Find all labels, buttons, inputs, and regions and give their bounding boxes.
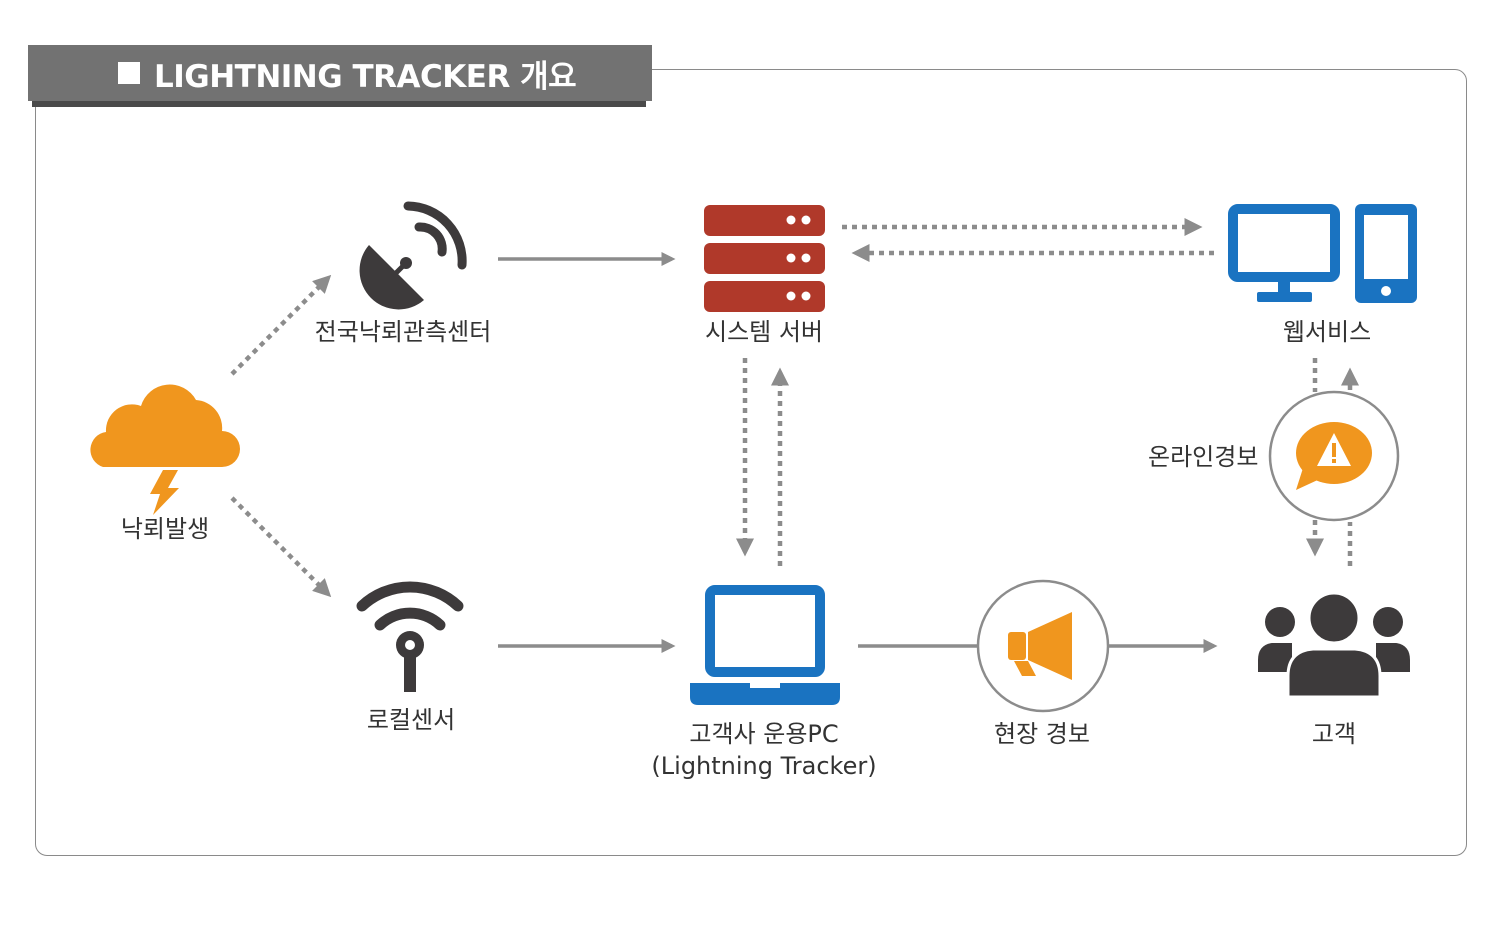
label-online-alert: 온라인경보: [1148, 443, 1259, 471]
label-customer-pc: 고객사 운용PC: [689, 720, 839, 748]
arrow-lightning-to-center: [230, 274, 332, 376]
label-customer: 고객: [1311, 720, 1357, 748]
label-local-sensor: 로컬센서: [366, 706, 456, 734]
label-customer-pc-sub: (Lightning Tracker): [651, 752, 877, 780]
square-bullet-icon: [118, 62, 140, 84]
diagram-frame: [35, 69, 1467, 856]
label-system-server: 시스템 서버: [704, 318, 824, 346]
connectors: [230, 218, 1359, 653]
user-group-icon: [1258, 591, 1410, 699]
laptop-icon: [690, 585, 840, 705]
label-onsite-alert: 현장 경보: [994, 720, 1090, 748]
label-lightning: 낙뢰발생: [120, 515, 210, 543]
label-national-center: 전국낙뢰관측센터: [314, 318, 492, 346]
storm-cloud-icon: [90, 384, 241, 515]
antenna-icon: [356, 581, 464, 692]
title-banner: LIGHTNING TRACKER 개요: [28, 45, 652, 101]
arrow-lightning-to-sensor: [230, 496, 332, 598]
label-web-service: 웹서비스: [1282, 318, 1372, 346]
server-rack-icon: [704, 205, 825, 312]
desktop-and-phone-icon: [1228, 204, 1417, 303]
warning-speech-bubble-icon: [1268, 390, 1400, 522]
satellite-dish-icon: [359, 201, 467, 310]
megaphone-icon: [976, 579, 1110, 713]
page-title: LIGHTNING TRACKER 개요: [154, 58, 577, 95]
